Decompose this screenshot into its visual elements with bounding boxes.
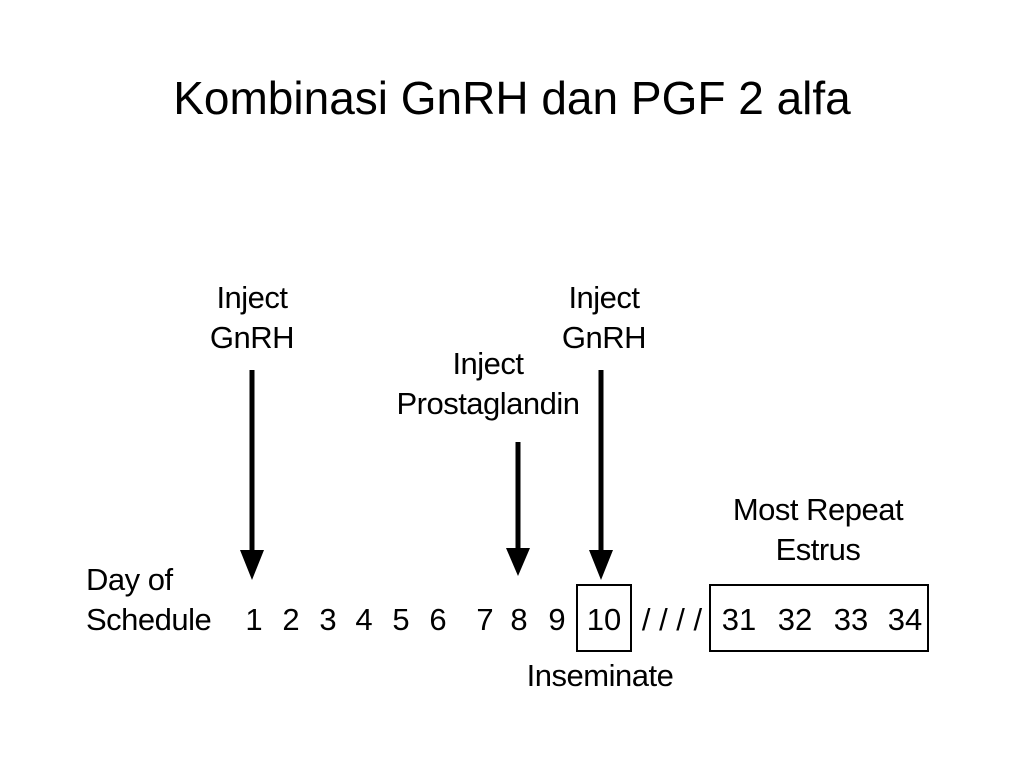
gap-marks: / / / / [641,602,703,637]
inject-prostaglandin-label: Inject Prostaglandin [380,344,596,424]
inseminate-day-box [576,584,632,652]
arrow-gnrh-1 [240,370,264,580]
day-number: 3 [319,602,337,637]
inseminate-day-number: 10 [586,602,622,637]
day-number: 8 [510,602,528,637]
day-of-schedule-line1: Day of [86,562,173,597]
inject-gnrh-2-line1: Inject [568,280,640,315]
slide-title: Kombinasi GnRH dan PGF 2 alfa [173,72,851,124]
inject-prostaglandin-line1: Inject [452,346,524,381]
day-number: 1 [245,602,263,637]
day-of-schedule-line2: Schedule [86,602,212,637]
inject-gnrh-1-line2: GnRH [209,320,295,355]
inject-gnrh-label-1: Inject GnRH [194,278,310,358]
inject-gnrh-2-line2: GnRH [561,320,647,355]
day-number: 5 [392,602,410,637]
day-number: 31 [721,602,757,637]
day-number: 33 [833,602,869,637]
repeat-estrus-days-box [709,584,929,652]
arrow-gnrh-2 [589,370,613,580]
day-number: 4 [355,602,373,637]
arrow-prostaglandin [506,442,530,576]
inseminate-label: Inseminate [526,658,674,693]
day-number: 34 [887,602,923,637]
day-of-schedule-label: Day of Schedule [86,560,212,640]
day-number: 2 [282,602,300,637]
inject-gnrh-1-line1: Inject [216,280,288,315]
most-repeat-estrus-label: Most Repeat Estrus [712,490,924,570]
most-repeat-estrus-line1: Most Repeat [732,492,904,527]
inject-gnrh-label-2: Inject GnRH [546,278,662,358]
day-number: 6 [429,602,447,637]
most-repeat-estrus-line2: Estrus [775,532,861,567]
day-number: 9 [548,602,566,637]
day-number: 7 [476,602,494,637]
inject-prostaglandin-line2: Prostaglandin [396,386,580,421]
day-number: 32 [777,602,813,637]
